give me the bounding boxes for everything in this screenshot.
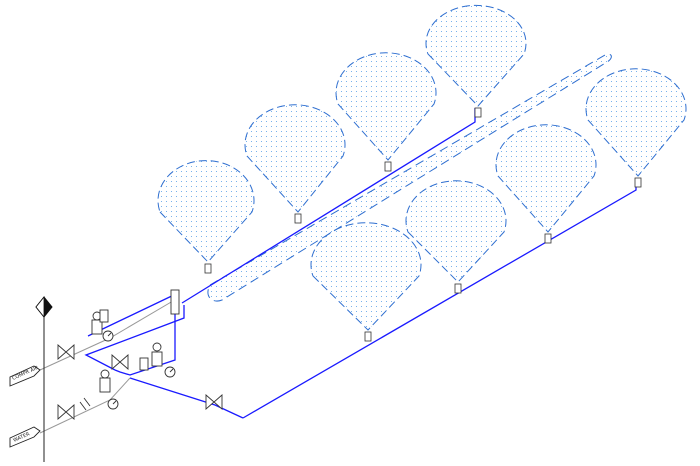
inlet-arrow-icon	[9, 365, 41, 387]
valve-icon	[57, 404, 75, 420]
nozzle-icon	[474, 107, 482, 118]
compressed-air-inlet: COMPR AIR	[9, 365, 41, 387]
valve-icon	[57, 344, 75, 360]
water-inlet: WATER	[9, 426, 41, 448]
riser-upper	[84, 305, 185, 371]
spray-cone-icon	[335, 52, 437, 161]
spray-cone-icon	[157, 160, 255, 263]
long-spray-plume	[207, 53, 612, 302]
spray-cone-icon	[405, 180, 507, 283]
pressure-regulator-icon	[91, 309, 109, 335]
nozzle-icon	[544, 233, 552, 244]
pressure-gauge-icon	[107, 398, 119, 410]
nozzle-icon	[384, 161, 392, 172]
spray-cones	[157, 4, 687, 331]
nozzle-icon	[634, 177, 642, 188]
spray-cone-icon	[585, 68, 687, 177]
nozzles	[204, 107, 642, 342]
equipment-cluster	[57, 289, 223, 420]
strainer-icon	[79, 397, 91, 411]
pressure-regulator-icon	[99, 369, 111, 393]
spray-cone-icon	[495, 124, 597, 233]
lower-feed-pipe	[129, 377, 244, 419]
manifold-block	[170, 289, 180, 315]
flag-marker	[35, 295, 53, 462]
valve-icon	[111, 354, 129, 370]
spray-cone-icon	[425, 4, 527, 107]
spray-cone-icon	[310, 222, 422, 331]
nozzle-icon	[204, 263, 212, 274]
nozzle-icon	[294, 213, 302, 224]
spray-cone-icon	[244, 104, 346, 213]
air-feed-pipe	[87, 292, 179, 337]
nozzle-icon	[364, 331, 372, 342]
nozzle-icon	[454, 283, 462, 294]
inlet-arrow-icon	[9, 426, 41, 448]
valve-icon	[205, 394, 223, 410]
pressure-gauge-icon	[164, 366, 176, 378]
pressure-regulator-icon	[139, 342, 163, 371]
pressure-gauge-icon	[102, 330, 114, 342]
